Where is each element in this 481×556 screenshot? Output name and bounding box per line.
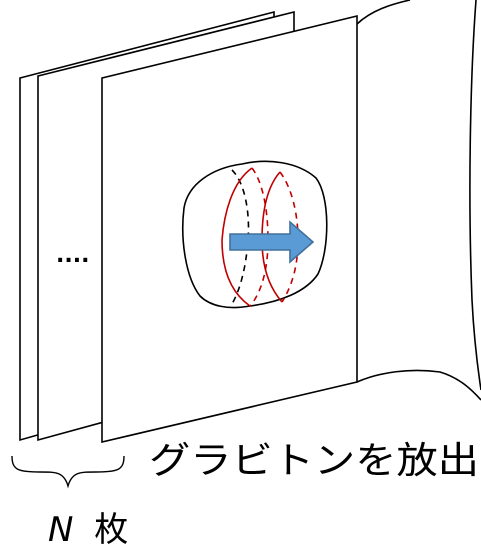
brane-stack	[19, 10, 358, 444]
emission-label: グラビトンを放出	[149, 439, 479, 482]
loop-dashed-arc-inner	[249, 167, 269, 307]
count-brace	[11, 455, 125, 489]
dots-label: ....	[56, 243, 89, 268]
count-unit: 枚	[94, 510, 128, 550]
loop-solid-arc	[221, 167, 253, 307]
bulk-surface-outline	[356, 0, 481, 401]
count-variable: N	[48, 510, 73, 550]
bubble-inner-dashed	[231, 169, 250, 305]
right-arrow-icon	[229, 220, 315, 264]
brane-sheet-front	[101, 14, 358, 444]
count-label: N 枚	[48, 510, 128, 550]
